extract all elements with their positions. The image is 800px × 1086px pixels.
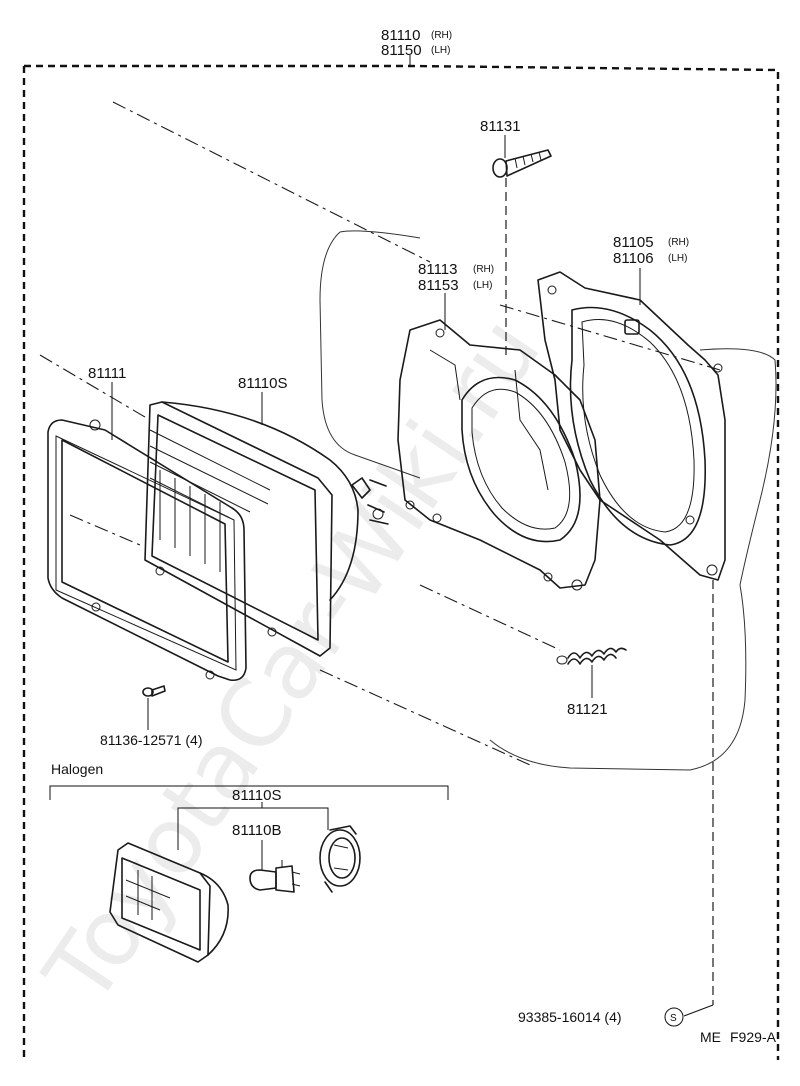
label-housing-no: 81113	[418, 261, 458, 278]
label-assembly-no: 81110	[381, 27, 421, 44]
screw-93385-leader	[683, 1004, 714, 1017]
axis-line-spring	[419, 584, 561, 651]
label-mount-lh: (LH)	[668, 253, 687, 264]
diagram-code-right: F929-A	[730, 1029, 777, 1045]
mounting-ring-81105	[537, 271, 726, 581]
label-housing-lh: (LH)	[473, 280, 492, 291]
label-mount-no: 81105	[613, 234, 654, 251]
screw-81136-icon	[142, 685, 166, 697]
label-halogen: Halogen	[51, 761, 103, 777]
label-assembly-no-lh: 81150	[381, 42, 422, 59]
label-81110s: 81110S	[238, 375, 288, 392]
halogen-bulb-icon	[249, 860, 301, 893]
axis-line-lens	[69, 514, 141, 546]
diagram-code-left: ME	[700, 1029, 721, 1045]
halogen-bracket	[49, 785, 449, 800]
bulb-socket-icon	[319, 825, 361, 893]
label-halogen-81110s: 81110S	[232, 787, 282, 804]
screw-symbol-letter: S	[670, 1013, 677, 1024]
label-housing-no-lh: 81153	[418, 277, 459, 294]
label-93385: 93385-16014 (4)	[518, 1009, 622, 1025]
axis-line-right	[499, 304, 721, 371]
housing-81113	[397, 319, 601, 591]
vehicle-body-curve	[699, 348, 777, 586]
label-assembly-rh: (RH)	[431, 30, 452, 41]
label-81131: 81131	[480, 118, 521, 135]
axis-line-low	[319, 669, 531, 766]
axis-line-mid	[39, 354, 151, 421]
bezel-81111	[47, 419, 247, 682]
vehicle-body-outline	[319, 230, 747, 771]
assembly-border	[22, 64, 780, 1060]
label-81136: 81136-12571 (4)	[100, 732, 202, 748]
halogen-lamp-unit	[109, 842, 229, 963]
screw-81131-icon	[492, 149, 552, 178]
sealed-beam-81110s	[144, 401, 389, 657]
label-81121: 81121	[567, 701, 608, 718]
screw-symbol-circle	[664, 1007, 684, 1027]
spring-81121-icon	[556, 647, 627, 665]
halogen-leader-branch	[177, 807, 329, 850]
axis-line-top	[112, 101, 431, 263]
watermark: ToyotaCar-Wiki.ru	[24, 299, 561, 1024]
label-81110b: 81110B	[232, 822, 282, 839]
label-mount-rh: (RH)	[668, 237, 689, 248]
label-81111: 81111	[88, 365, 126, 382]
label-assembly-lh: (LH)	[431, 45, 450, 56]
label-mount-no-lh: 81106	[613, 250, 654, 267]
label-housing-rh: (RH)	[473, 264, 494, 275]
